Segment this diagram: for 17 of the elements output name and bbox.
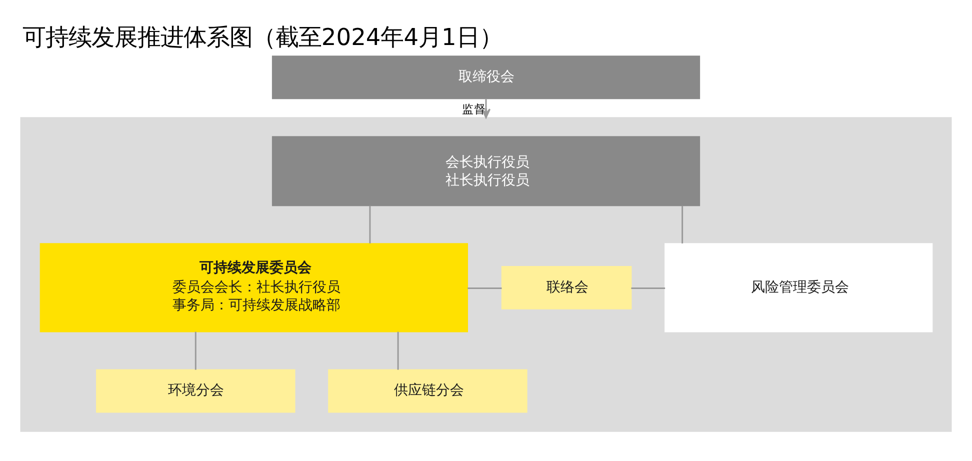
diagram-title: 可持续发展推进体系图（截至2024年4月1日） — [22, 24, 502, 51]
edge-label: 监督 — [462, 102, 486, 116]
arrow — [481, 98, 491, 118]
connector — [468, 286, 502, 288]
node-box: 联络会 — [501, 265, 632, 309]
connector — [631, 286, 666, 288]
cluster — [20, 116, 952, 432]
connector — [682, 205, 684, 243]
connector — [194, 331, 196, 370]
node-box: 取缔役会 — [272, 55, 700, 99]
connector — [369, 205, 371, 243]
connector — [397, 331, 399, 370]
node-box: 供应链分会 — [328, 368, 528, 412]
node-box: 环境分会 — [96, 368, 296, 412]
node-box: 可持续发展委员会 委员会会长：社长执行役员 事务局：可持续发展战略部 — [40, 242, 468, 332]
node-box: 会长执行役员 社长执行役员 — [272, 136, 700, 206]
node-box: 风险管理委员会 — [664, 242, 933, 332]
